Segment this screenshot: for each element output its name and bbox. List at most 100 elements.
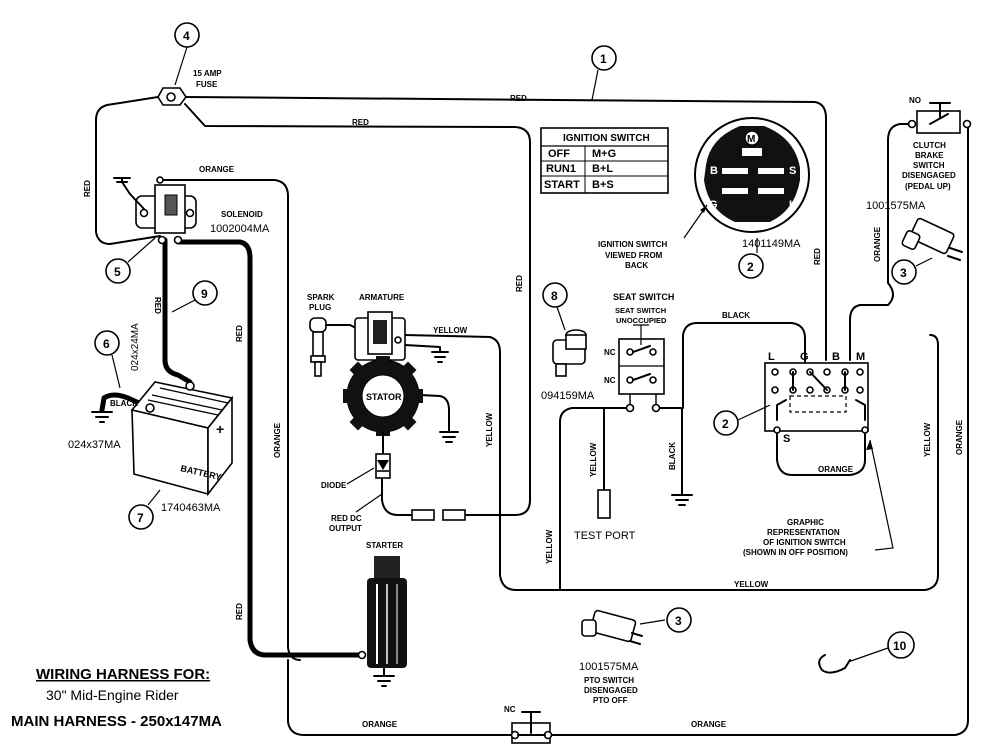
clutch-label-1: CLUTCH <box>913 141 946 150</box>
spark-label-2: PLUG <box>309 303 331 312</box>
wire-labels: RED RED RED RED RED RED RED RED ORANGE O… <box>83 94 964 729</box>
ignition-table-header: IGNITION SWITCH <box>563 133 650 144</box>
ignition-row-1-pos: OFF <box>548 148 570 160</box>
ground-cable-label: BLACK <box>110 399 138 408</box>
stator-icon: STATOR <box>343 356 423 436</box>
pto-part: 1001575MA <box>579 661 639 673</box>
wire-label-orange: ORANGE <box>818 465 854 474</box>
wire-label-black: BLACK <box>668 442 677 470</box>
fuse: 15 AMP FUSE <box>157 69 222 106</box>
battery-part: 1740463MA <box>161 502 221 514</box>
spark-label-1: SPARK <box>307 293 335 302</box>
seat-sensor-icon <box>552 329 587 377</box>
starter-gear <box>374 556 400 578</box>
solenoid-core <box>164 194 178 216</box>
clutch-label-2: BRAKE <box>915 151 944 160</box>
wire-label-yellow: YELLOW <box>545 529 554 564</box>
callout-2-graphic: 2 <box>722 417 729 431</box>
clutch-switch-box <box>916 110 961 134</box>
solenoid-part: 1002004MA <box>210 223 270 235</box>
ignition-graphic-terminal-b: B <box>832 351 840 363</box>
wire-label-yellow: YELLOW <box>734 580 769 589</box>
test-port: TEST PORT <box>574 489 636 542</box>
pto-label-2: DISENGAGED <box>584 686 638 695</box>
armature-icon <box>354 311 406 361</box>
solenoid: SOLENOID 1002004MA <box>113 176 270 245</box>
clip-icon <box>818 647 889 674</box>
diode-icon <box>375 431 391 479</box>
ignition-back-note-3: BACK <box>625 261 648 270</box>
pto-label-3: PTO OFF <box>593 696 628 705</box>
ignition-back-part: 1401149MA <box>742 238 801 250</box>
ignition-graphic-terminal-m: M <box>856 351 865 363</box>
ignition-switch-body <box>704 126 800 222</box>
armature-ground-wire <box>404 344 441 353</box>
ignition-back-note-2: VIEWED FROM <box>605 251 663 260</box>
callout-9: 9 <box>201 287 208 301</box>
test-port-connector <box>597 489 611 519</box>
ignition-back-note-1: IGNITION SWITCH <box>598 240 668 249</box>
ignition-graphic-note-2: REPRESENTATION <box>767 528 840 537</box>
wire-label-orange: ORANGE <box>199 165 235 174</box>
diode-label: DIODE <box>321 481 347 490</box>
wire-label-orange: ORANGE <box>273 422 282 458</box>
ignition-back-terminal-b: B <box>710 165 718 177</box>
ground-icon <box>671 494 693 506</box>
ignition-back-terminal-m: M <box>747 134 755 145</box>
battery-cable-part: 024x24MA <box>130 323 141 371</box>
battery-cables <box>99 237 365 658</box>
wire-label-red: RED <box>235 603 244 620</box>
ground-icon <box>113 177 131 183</box>
seat-switch-sub-1: SEAT SWITCH <box>615 306 666 315</box>
battery: BATTERY + 1740463MA BLACK 024x37MA 024x2… <box>68 323 234 514</box>
ignition-graphic-terminal-l: L <box>768 351 775 363</box>
stator-label: STATOR <box>366 392 402 402</box>
clutch-label-4: DISENGAGED <box>902 171 956 180</box>
yellow-wire-seat <box>559 407 631 591</box>
wire-label-orange: ORANGE <box>691 720 727 729</box>
orange-wire-ignition-s <box>776 429 866 476</box>
test-port-label: TEST PORT <box>574 530 636 542</box>
ground-cable-part: 024x37MA <box>68 439 121 451</box>
seat-switch-nc-2: NC <box>604 376 616 385</box>
armature-label: ARMATURE <box>359 293 405 302</box>
ignition-graphic-terminal-s: S <box>783 433 790 445</box>
ignition-graphic-note-1: GRAPHIC <box>787 518 824 527</box>
title-block: WIRING HARNESS FOR: 30" Mid-Engine Rider… <box>11 666 222 730</box>
ignition-back-terminal-l: L <box>789 199 796 211</box>
starter-label: STARTER <box>366 541 403 550</box>
callout-1: 1 <box>600 52 607 66</box>
ground-icon <box>439 431 459 443</box>
wire-label-red: RED <box>510 94 527 103</box>
red-wire-fuse-to-solenoid <box>95 96 161 245</box>
title-line-2: 30" Mid-Engine Rider <box>46 687 179 703</box>
connector-icon <box>411 509 435 521</box>
callout-8: 8 <box>551 289 558 303</box>
ground-icon <box>431 351 449 363</box>
orange-wire-bottom <box>287 659 516 736</box>
pto-label-1: PTO SWITCH <box>584 676 634 685</box>
pto-switch: 1001575MA PTO SWITCH DISENGAGED PTO OFF … <box>504 609 666 744</box>
orange-wire-solenoid <box>159 179 301 661</box>
ignition-switch-back: M B S G L IGNITION SWITCH VIEWED FROM BA… <box>598 117 810 270</box>
wire-label-red: RED <box>813 248 822 265</box>
wire-label-yellow: YELLOW <box>485 412 494 447</box>
wire-label-red: RED <box>235 325 244 342</box>
ignition-graphic-note-4: (SHOWN IN OFF POSITION) <box>743 548 848 557</box>
callouts: 1 2 2 3 3 4 5 6 7 8 9 10 <box>94 22 933 659</box>
callout-3-pto: 3 <box>675 614 682 628</box>
clutch-switch-state: NO <box>909 96 921 105</box>
red-battery-cable <box>162 237 193 385</box>
seat-switch: SEAT SWITCH SEAT SWITCH UNOCCUPIED NC NC… <box>541 292 674 413</box>
seat-switch-title: SEAT SWITCH <box>613 292 674 302</box>
black-wire-seat <box>682 322 806 409</box>
fuse-label-1: 15 AMP <box>193 69 222 78</box>
seat-switch-part: 094159MA <box>541 390 595 402</box>
orange-wire-clutch <box>849 123 913 361</box>
ignition-graphic-note-3: OF IGNITION SWITCH <box>763 538 846 547</box>
wire-label-red: RED <box>153 297 162 314</box>
wire-label-red: RED <box>515 275 524 292</box>
fuse-label-2: FUSE <box>196 80 218 89</box>
spark-plug-icon <box>309 317 361 377</box>
